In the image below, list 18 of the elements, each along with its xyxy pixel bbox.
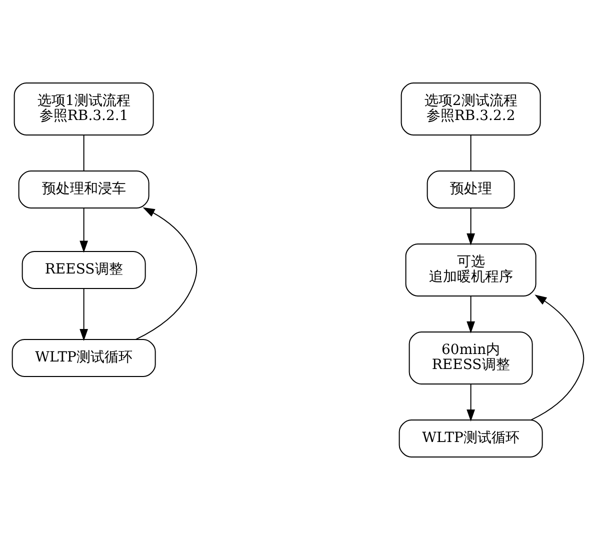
node-box: 预处理 bbox=[426, 170, 515, 208]
node-box: 预处理和浸车 bbox=[18, 170, 150, 208]
node-box: REESS调整 bbox=[22, 250, 146, 288]
arrow bbox=[466, 207, 476, 245]
node-box: 选项1测试流程 参照RB.3.2.1 bbox=[14, 82, 154, 135]
arrow bbox=[466, 295, 476, 333]
node-box: WLTP测试循环 bbox=[398, 419, 543, 457]
connector bbox=[470, 134, 472, 171]
node-box: 可选 追加暖机程序 bbox=[405, 243, 536, 296]
node-box: 选项2测试流程 参照RB.3.2.2 bbox=[400, 82, 541, 135]
node-box: WLTP测试循环 bbox=[12, 338, 156, 376]
arrow bbox=[466, 383, 476, 421]
arrow bbox=[135, 206, 198, 340]
node-box: 60min内 REESS调整 bbox=[408, 331, 533, 384]
connector bbox=[83, 134, 84, 171]
arrow bbox=[530, 294, 584, 420]
arrow bbox=[80, 288, 88, 341]
arrow bbox=[80, 207, 88, 252]
